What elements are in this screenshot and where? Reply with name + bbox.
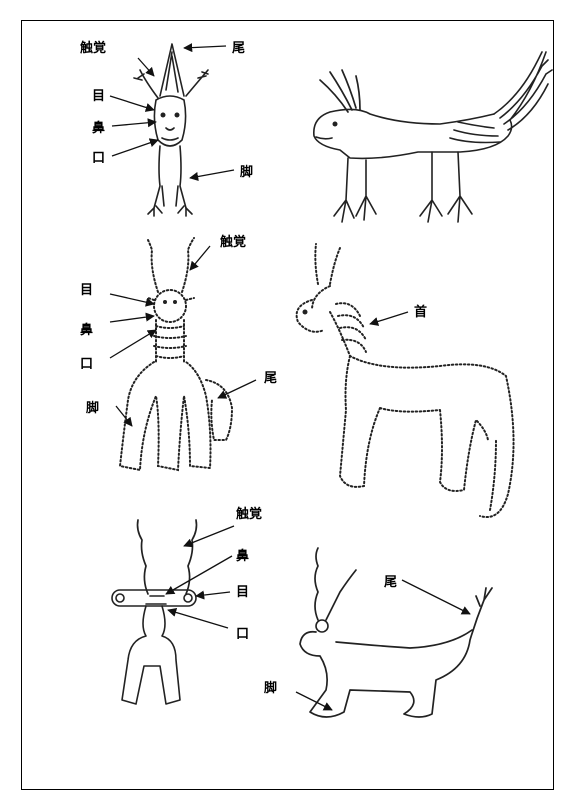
label-neck-2: 首 xyxy=(414,304,427,320)
creature-3-side-drawing xyxy=(300,548,492,717)
label-eye-2: 目 xyxy=(80,283,93,298)
arrow-eye-3 xyxy=(196,592,230,596)
arrow-mouth-3 xyxy=(168,610,228,628)
arrow-nose-1 xyxy=(112,122,156,126)
label-antenna-2: 触覚 xyxy=(219,234,246,250)
arrow-neck-2 xyxy=(370,312,408,324)
arrow-mouth-2 xyxy=(110,330,156,358)
label-tail-3: 尾 xyxy=(384,575,397,590)
label-nose-1: 鼻 xyxy=(92,120,105,136)
label-tail-1: 尾 xyxy=(232,41,245,56)
labels: 触覚 尾 目 鼻 口 脚 触覚 目 鼻 口 尾 脚 首 触覚 鼻 目 口 尾 脚 xyxy=(79,40,427,696)
label-mouth-3: 口 xyxy=(236,627,249,642)
label-antenna-3: 触覚 xyxy=(235,506,262,522)
label-nose-2: 鼻 xyxy=(80,322,93,338)
arrow-nose-2 xyxy=(110,316,154,322)
arrow-mouth-1 xyxy=(112,140,158,156)
creature-2-front-drawing xyxy=(120,238,232,470)
label-mouth-1: 口 xyxy=(92,151,105,166)
label-antenna-1: 触覚 xyxy=(79,40,106,56)
label-nose-3: 鼻 xyxy=(236,548,249,564)
arrow-antenna-2 xyxy=(190,246,210,270)
arrow-tail-1 xyxy=(184,46,226,48)
label-leg-2: 脚 xyxy=(86,400,99,416)
creature-2-side-drawing xyxy=(297,244,514,517)
label-mouth-2: 口 xyxy=(80,357,93,372)
arrow-leg-1 xyxy=(190,170,234,178)
creature-1-front-drawing xyxy=(134,44,208,216)
arrow-antenna-3 xyxy=(184,526,234,546)
label-leg-3: 脚 xyxy=(264,680,277,696)
arrow-eye-1 xyxy=(110,96,154,110)
label-tail-2: 尾 xyxy=(264,371,277,386)
label-eye-3: 目 xyxy=(236,585,249,600)
arrow-tail-3 xyxy=(402,580,470,614)
label-leg-1: 脚 xyxy=(240,164,253,180)
arrow-antenna-1 xyxy=(138,58,154,76)
creature-1-side-drawing xyxy=(314,52,552,222)
label-eye-1: 目 xyxy=(92,89,105,104)
creature-3-front-drawing xyxy=(112,520,197,704)
arrow-nose-3 xyxy=(166,556,232,594)
arrow-eye-2 xyxy=(110,294,154,304)
arrow-leg-2 xyxy=(116,406,132,426)
